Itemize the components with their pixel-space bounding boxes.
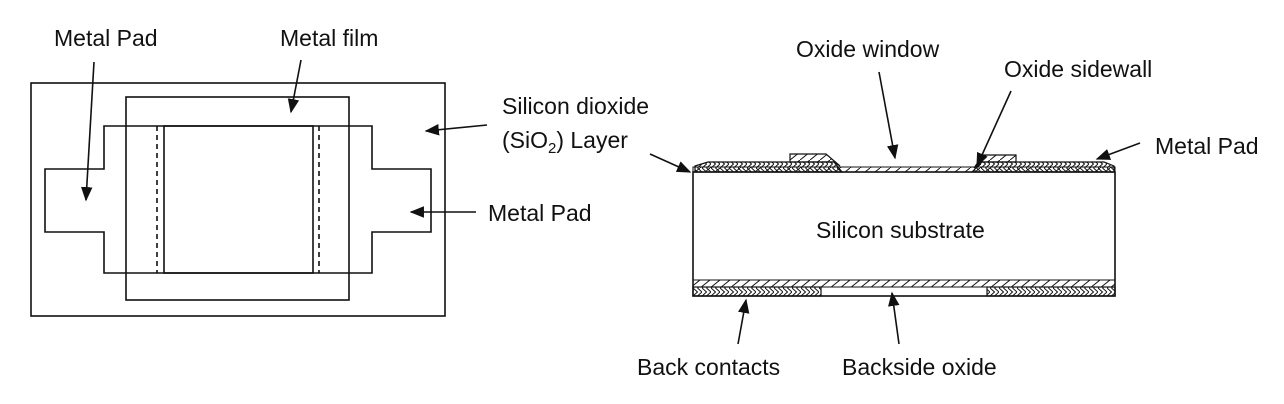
label-backside-oxide: Backside oxide (842, 354, 997, 380)
metal-film-outline (125, 96, 350, 301)
label-silicon-substrate: Silicon substrate (816, 217, 985, 243)
sio2-suffix: ) Layer (556, 127, 628, 153)
top-view (30, 82, 446, 317)
label-oxide-sidewall: Oxide sidewall (1004, 56, 1153, 82)
arrow-metal-pad-cross (1095, 142, 1141, 160)
arrow-metal-film (287, 59, 302, 114)
arrow-sio2 (424, 123, 488, 136)
label-metal-pad-right: Metal Pad (488, 200, 592, 226)
backside-oxide-layer (692, 279, 1116, 288)
silicon-substrate (692, 171, 1116, 297)
arrow-oxide-window (878, 71, 899, 160)
arrow-back-contacts (737, 298, 750, 345)
label-metal-pad-top: Metal Pad (54, 25, 158, 51)
arrow-backside-oxide (888, 291, 900, 345)
arrow-metal-pad-top (80, 61, 95, 202)
label-metal-pad-cross: Metal Pad (1155, 133, 1259, 159)
top-metal-pad-left (789, 153, 841, 167)
sio2-subscript: 2 (548, 140, 557, 157)
label-sio2-line1: Silicon dioxide (502, 93, 650, 119)
label-sio2-line2: (SiO2) Layer (502, 126, 628, 163)
metal-pad-outline (44, 125, 432, 274)
label-metal-film: Metal film (280, 25, 379, 51)
arrow-oxide-sidewall (976, 90, 1012, 168)
cross-section (692, 153, 1116, 297)
oxide-window-outline (163, 125, 314, 274)
label-back-contacts: Back contacts (637, 354, 781, 380)
sio2-prefix: (SiO (502, 127, 548, 153)
arrow-sio2-cross (649, 153, 692, 173)
oxide-layer-outline (30, 82, 446, 317)
label-oxide-window: Oxide window (796, 36, 940, 62)
back-contact-right (986, 286, 1116, 297)
cross-section-arrows (649, 71, 1141, 345)
thick-oxide-right (970, 161, 1115, 173)
thick-oxide-left (694, 161, 844, 173)
top-oxide-layer (692, 166, 1116, 173)
back-contact-left (692, 286, 822, 297)
top-view-arrows (80, 59, 488, 218)
